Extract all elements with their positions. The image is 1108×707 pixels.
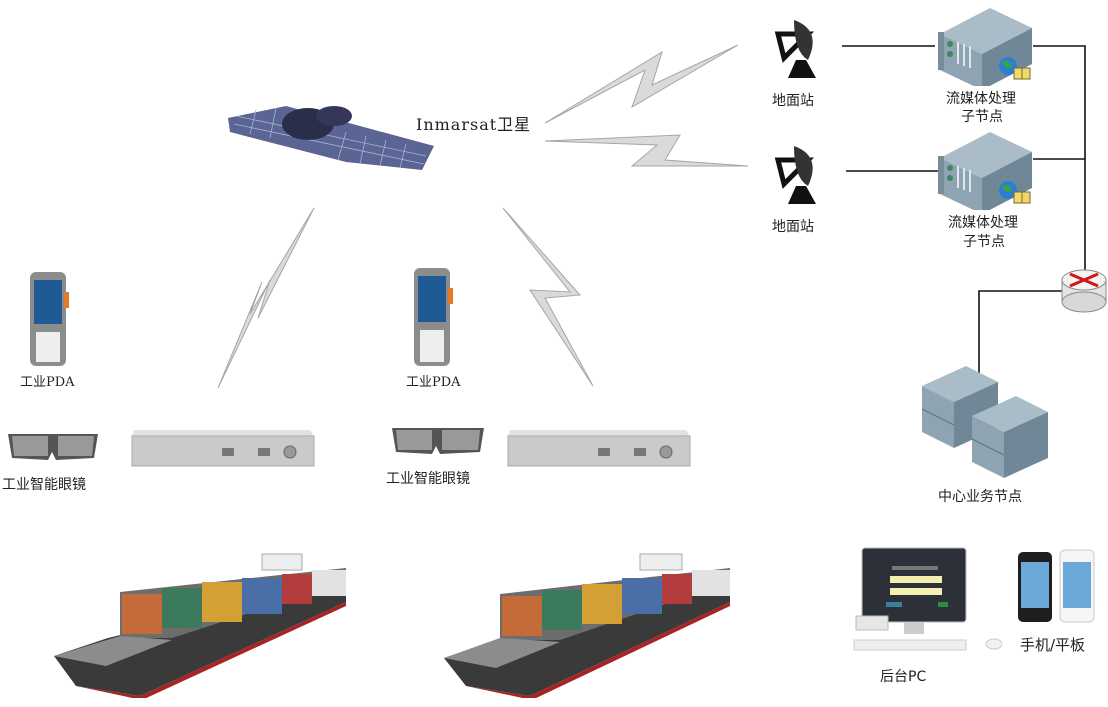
streaming-node-2-label-line1: 流媒体处理 — [948, 215, 1018, 231]
central-node-label: 中心业务节点 — [938, 489, 1022, 505]
ground-station-1 — [766, 16, 830, 82]
streaming-node-2 — [934, 130, 1034, 210]
smart-glasses-2 — [388, 412, 488, 462]
lightning-bolt-icon — [502, 207, 594, 387]
pda-2-label: 工业PDA — [406, 375, 461, 390]
streaming-node-1 — [934, 6, 1034, 86]
ground-station-1-label: 地面站 — [772, 93, 814, 109]
satellite-icon — [228, 106, 434, 170]
satellite-terminal-icon — [131, 430, 315, 467]
container-ship-2 — [440, 548, 740, 698]
lightning-bolt-icon — [544, 134, 749, 167]
ground-station-2-label: 地面站 — [772, 219, 814, 235]
smart-glasses-1-label: 工业智能眼镜 — [2, 477, 86, 493]
streaming-node-1-label-line1: 流媒体处理 — [946, 91, 1016, 107]
satellite-terminal-2 — [506, 420, 692, 470]
wire-router-central — [978, 290, 1062, 376]
lightning-bolt-icon — [217, 207, 315, 389]
web-server-icon — [938, 8, 1032, 86]
satellite-label: Inmarsat卫星 — [416, 115, 532, 134]
pda-1-label: 工业PDA — [20, 375, 75, 390]
container-ship-icon — [444, 553, 730, 698]
satellite-dish-icon — [774, 20, 816, 78]
pda-1 — [28, 270, 70, 370]
handheld-pda-icon — [30, 272, 69, 366]
wire-node1-router — [1033, 45, 1086, 282]
satellite — [226, 98, 441, 182]
desktop-pc-icon — [853, 547, 1002, 651]
backend-pc-label: 后台PC — [880, 669, 927, 685]
central-node — [918, 364, 1050, 480]
smart-glasses-2-label: 工业智能眼镜 — [386, 471, 470, 487]
smart-glasses-1 — [4, 418, 102, 468]
wireless-links — [217, 44, 749, 389]
ground-station-2 — [766, 142, 830, 208]
server-cluster-icon — [921, 366, 1048, 478]
container-ship-icon — [54, 553, 346, 698]
streaming-node-1-label-line2: 子节点 — [961, 109, 1003, 125]
mobile-devices-label: 手机/平板 — [1020, 636, 1086, 654]
satellite-dish-icon — [774, 146, 816, 204]
handheld-pda-icon — [414, 268, 453, 366]
satellite-terminal-icon — [507, 430, 691, 467]
lightning-bolt-icon — [544, 44, 739, 124]
streaming-node-2-label-line2: 子节点 — [963, 234, 1005, 250]
container-ship-1 — [46, 548, 352, 698]
web-server-icon — [938, 132, 1032, 210]
mobile-devices — [1016, 548, 1096, 628]
smart-glasses-icon — [392, 428, 484, 454]
pda-2 — [412, 266, 454, 370]
smart-glasses-icon — [8, 434, 98, 460]
smartphone-icon — [1018, 549, 1095, 623]
router-icon — [1061, 269, 1107, 313]
router — [1060, 268, 1108, 314]
satellite-terminal-1 — [130, 420, 316, 470]
backend-pc — [852, 546, 1002, 656]
